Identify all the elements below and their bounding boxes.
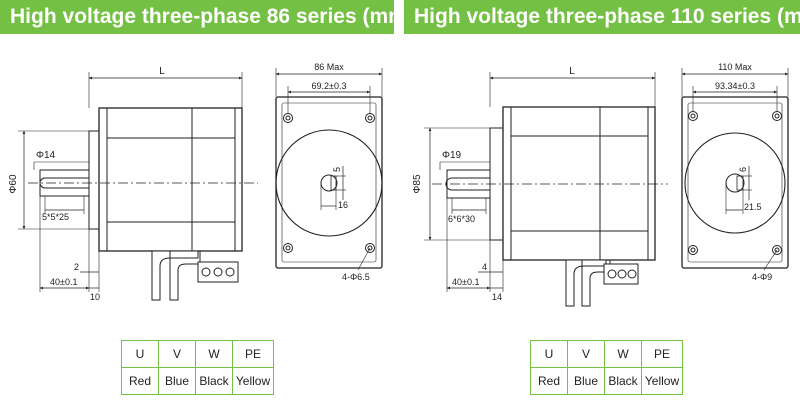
title-banner-110: High voltage three-phase 110 series (mm) bbox=[404, 0, 800, 34]
color-row: Red Blue Black Yellow bbox=[121, 367, 274, 395]
side-view-110 bbox=[424, 72, 668, 307]
phase-cell: U bbox=[121, 340, 159, 368]
dim-shaft-dia-86: Φ14 bbox=[36, 150, 56, 161]
phase-row: U V W PE bbox=[121, 340, 274, 368]
phase-cell: V bbox=[567, 340, 605, 368]
dim-keyway-86: 5*5*25 bbox=[42, 212, 69, 222]
color-row: Red Blue Black Yellow bbox=[530, 367, 683, 395]
dim-shaft-dia-110: Φ19 bbox=[442, 150, 462, 161]
phase-cell: W bbox=[604, 340, 642, 368]
dim-keyway-110: 6*6*30 bbox=[448, 214, 475, 224]
phase-cell: PE bbox=[641, 340, 683, 368]
dim-length-86: L bbox=[159, 66, 165, 77]
phase-row: U V W PE bbox=[530, 340, 683, 368]
color-cell: Black bbox=[604, 367, 642, 395]
dim-key-width-86: 5 bbox=[332, 167, 342, 172]
title-86: High voltage three-phase 86 series (mm) bbox=[10, 5, 394, 28]
dim-shaft-len-110: 40±0.1 bbox=[452, 277, 479, 287]
phase-cell: W bbox=[195, 340, 233, 368]
dim-mount-holes-86: 4-Φ6.5 bbox=[342, 272, 370, 282]
phase-cell: U bbox=[530, 340, 568, 368]
title-banner-86: High voltage three-phase 86 series (mm) bbox=[0, 0, 394, 34]
dim-shaft-len-86: 40±0.1 bbox=[50, 277, 77, 287]
color-cell: Red bbox=[530, 367, 568, 395]
dim-hole-spacing-110: 93.34±0.3 bbox=[715, 81, 755, 91]
dim-flange-thk-110: 14 bbox=[492, 292, 502, 302]
color-cell: Yellow bbox=[232, 367, 274, 395]
side-view-86 bbox=[18, 72, 258, 301]
dim-key-depth-86: 16 bbox=[338, 200, 348, 210]
dim-key-width-110: 6 bbox=[738, 167, 748, 172]
dim-flange-dia-110: Φ85 bbox=[412, 174, 423, 194]
title-110: High voltage three-phase 110 series (mm) bbox=[414, 5, 800, 28]
technical-drawing: L Φ60 Φ14 5*5*25 2 40±0.1 10 86 Max 69.2… bbox=[8, 62, 789, 307]
color-cell: Red bbox=[121, 367, 159, 395]
phase-cell: PE bbox=[232, 340, 274, 368]
dim-flange-dia-86: Φ60 bbox=[8, 174, 19, 194]
dim-max-110: 110 Max bbox=[718, 62, 752, 72]
color-cell: Blue bbox=[158, 367, 196, 395]
dim-mount-holes-110: 4-Φ9 bbox=[752, 272, 772, 282]
dim-max-86: 86 Max bbox=[314, 62, 344, 72]
dim-flange-thk-86: 10 bbox=[90, 292, 100, 302]
color-cell: Blue bbox=[567, 367, 605, 395]
dim-length-110: L bbox=[569, 66, 575, 77]
dim-hole-spacing-86: 69.2±0.3 bbox=[312, 81, 347, 91]
front-view-110 bbox=[681, 68, 789, 271]
phase-cell: V bbox=[158, 340, 196, 368]
dim-key-depth-110: 21.5 bbox=[744, 202, 762, 212]
color-cell: Yellow bbox=[641, 367, 683, 395]
dim-step-110: 4 bbox=[482, 262, 487, 272]
wiring-table-86: U V W PE Red Blue Black Yellow bbox=[121, 340, 274, 395]
color-cell: Black bbox=[195, 367, 233, 395]
front-view-86 bbox=[275, 68, 383, 271]
dim-step-86: 2 bbox=[74, 262, 79, 272]
wiring-table-110: U V W PE Red Blue Black Yellow bbox=[530, 340, 683, 395]
